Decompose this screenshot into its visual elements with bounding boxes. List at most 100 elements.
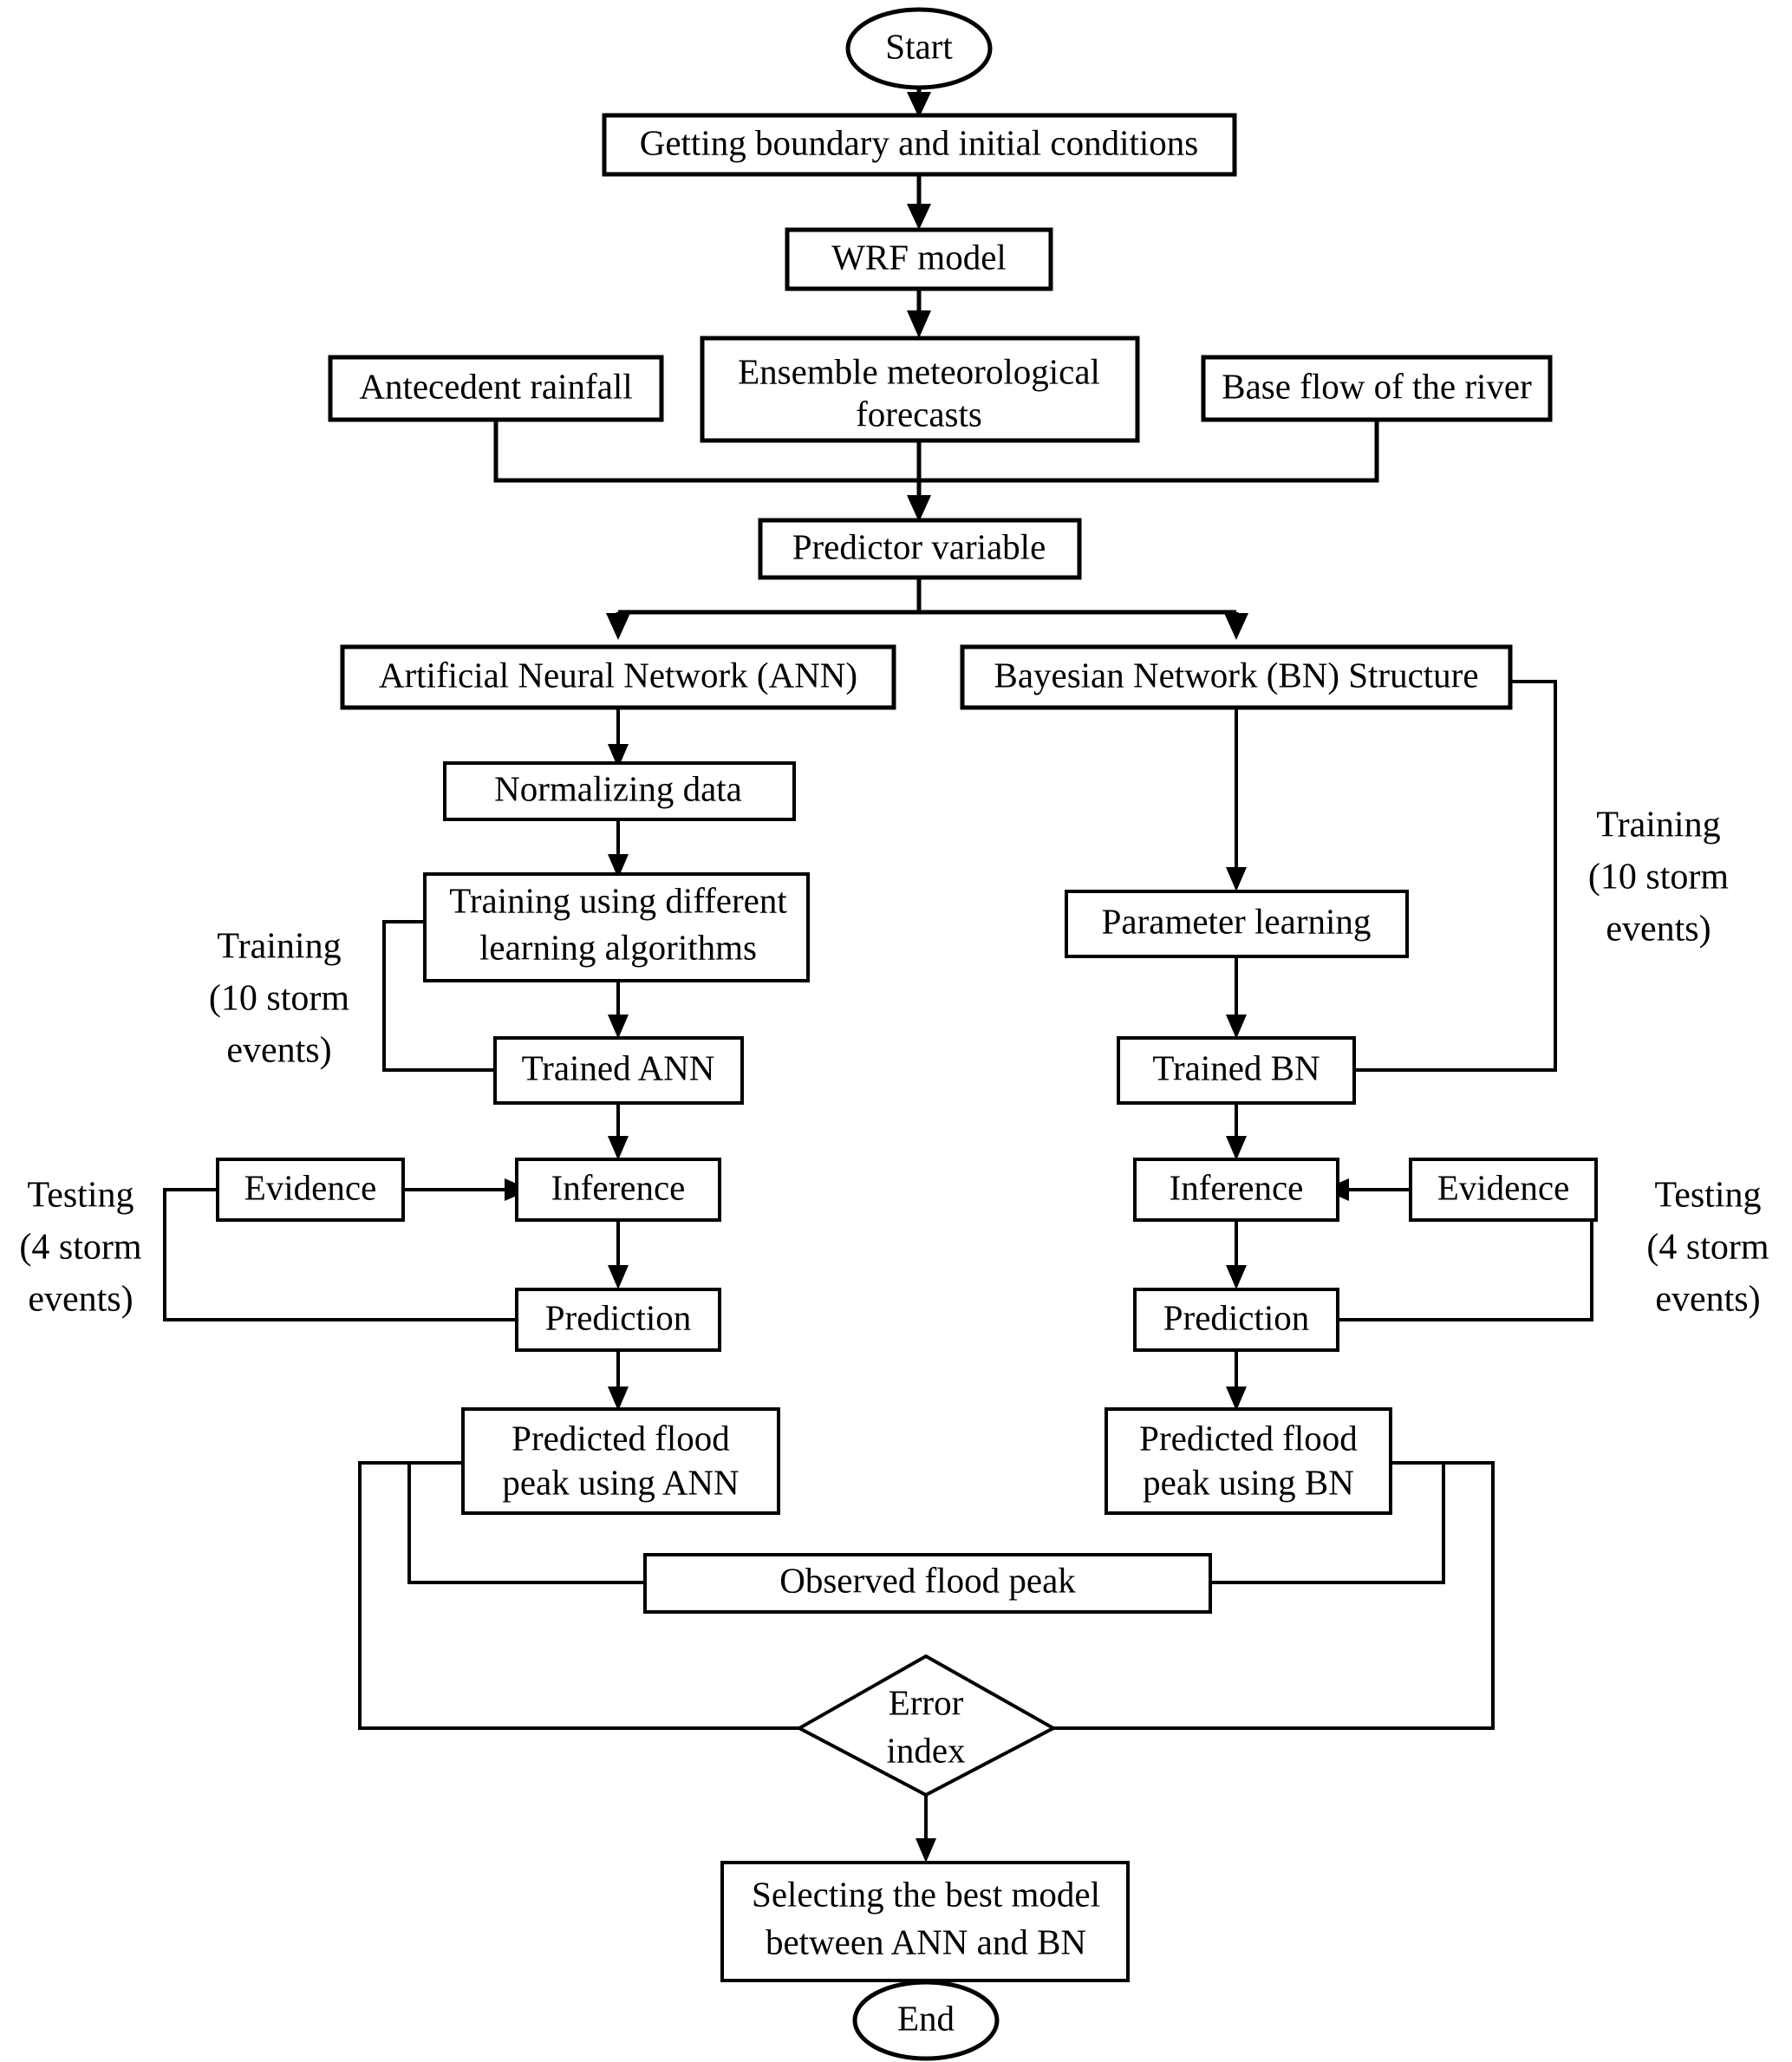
node-predicted-flood-peak-bn[interactable]: Predicted flood peak using BN [1105, 1407, 1392, 1515]
inference-right-label: Inference [1170, 1167, 1304, 1207]
prediction-left-rect[interactable] [515, 1288, 721, 1352]
predictor-variable-rect[interactable] [758, 518, 1082, 580]
annotation-testing-right-line3: events) [1655, 1280, 1760, 1320]
prediction-right-rect[interactable] [1133, 1288, 1339, 1352]
node-evidence-right[interactable]: Evidence [1409, 1158, 1598, 1222]
annotation-training-left: Training (10 storm events) [209, 927, 349, 1071]
node-error-index[interactable]: Error index [795, 1654, 1058, 1798]
antecedent-rainfall-rect[interactable] [328, 355, 664, 422]
annotation-training-right-line1: Training [1596, 806, 1720, 845]
end-ellipse[interactable] [852, 1980, 1000, 2061]
training-algorithms-label-line2: learning algorithms [479, 927, 757, 967]
node-inference-right[interactable]: Inference [1133, 1158, 1339, 1222]
node-end[interactable]: End [852, 1980, 1000, 2061]
predictor-variable-label: Predictor variable [792, 526, 1046, 566]
normalizing-data-rect[interactable] [443, 761, 796, 821]
arrowhead-trainedann-to-inference-left [608, 1136, 629, 1160]
error-index-label-line1: Error [889, 1682, 964, 1722]
getting-boundary-label: Getting boundary and initial conditions [640, 122, 1199, 162]
annotation-training-right-line3: events) [1606, 910, 1711, 949]
annotation-training-right-line2: (10 storm [1588, 858, 1729, 897]
node-evidence-left[interactable]: Evidence [216, 1158, 405, 1222]
evidence-right-rect[interactable] [1409, 1158, 1598, 1222]
node-ann[interactable]: Artificial Neural Network (ANN) [340, 644, 896, 710]
ann-rect[interactable] [340, 644, 896, 710]
inference-left-rect[interactable] [515, 1158, 721, 1222]
node-inference-left[interactable]: Inference [515, 1158, 721, 1222]
ensemble-forecasts-label-line1: Ensemble meteorological [738, 351, 1100, 391]
annotation-layer: Training (10 storm events) Training (10 … [19, 806, 1769, 1320]
evidence-right-label: Evidence [1437, 1167, 1570, 1207]
arrowhead-boundary-to-wrf [907, 204, 931, 230]
training-algorithms-rect[interactable] [423, 872, 810, 982]
selecting-best-model-rect[interactable] [720, 1861, 1130, 1982]
predicted-flood-peak-bn-label-line2: peak using BN [1143, 1462, 1354, 1502]
node-start[interactable]: Start [845, 7, 993, 90]
selecting-best-model-label-line2: between ANN and BN [766, 1922, 1086, 1961]
inference-right-rect[interactable] [1133, 1158, 1339, 1222]
node-predictor-variable[interactable]: Predictor variable [758, 518, 1082, 580]
arrowhead-errorindex-to-selecting [916, 1838, 936, 1863]
predicted-flood-peak-bn-rect[interactable] [1105, 1407, 1392, 1515]
trained-ann-rect[interactable] [493, 1036, 744, 1105]
wrf-model-rect[interactable] [785, 227, 1053, 291]
edge-testing-loop-left [163, 1188, 517, 1321]
antecedent-rainfall-label: Antecedent rainfall [359, 366, 632, 406]
arrowhead-paramlearning-to-trainedbn [1226, 1015, 1247, 1039]
observed-flood-peak-label: Observed flood peak [779, 1560, 1076, 1600]
edge-predbn-to-errorindex [1053, 1461, 1495, 1730]
prediction-left-label: Prediction [545, 1297, 692, 1337]
node-observed-flood-peak[interactable]: Observed flood peak [643, 1553, 1212, 1614]
node-trained-ann[interactable]: Trained ANN [493, 1036, 744, 1105]
node-selecting-best-model[interactable]: Selecting the best model between ANN and… [720, 1861, 1130, 1982]
node-parameter-learning[interactable]: Parameter learning [1065, 890, 1409, 958]
node-predicted-flood-peak-ann[interactable]: Predicted flood peak using ANN [461, 1407, 780, 1515]
arrowhead-wrf-to-ensemble [907, 310, 931, 338]
predicted-flood-peak-bn-label-line1: Predicted flood [1139, 1418, 1358, 1458]
node-trained-bn[interactable]: Trained BN [1117, 1036, 1356, 1105]
annotation-testing-left-line1: Testing [27, 1176, 134, 1216]
ensemble-forecasts-rect[interactable] [700, 336, 1140, 443]
getting-boundary-rect[interactable] [602, 113, 1237, 177]
prediction-right-label: Prediction [1163, 1297, 1310, 1337]
predicted-flood-peak-ann-rect[interactable] [461, 1407, 780, 1515]
bn-structure-label: Bayesian Network (BN) Structure [994, 655, 1478, 695]
edge-baseflow-to-bus [919, 420, 1379, 483]
node-training-algorithms[interactable]: Training using different learning algori… [423, 872, 810, 982]
node-antecedent-rainfall[interactable]: Antecedent rainfall [328, 355, 664, 422]
annotation-testing-left-line2: (4 storm [19, 1228, 141, 1268]
end-label: End [897, 1998, 955, 2038]
annotation-training-left-line3: events) [226, 1031, 331, 1071]
start-ellipse[interactable] [845, 7, 993, 90]
annotation-training-left-line2: (10 storm [209, 979, 349, 1019]
node-normalizing-data[interactable]: Normalizing data [443, 761, 796, 821]
arrowhead-trainedbn-to-inference-right [1226, 1136, 1247, 1160]
node-getting-boundary[interactable]: Getting boundary and initial conditions [602, 113, 1237, 177]
parameter-learning-rect[interactable] [1065, 890, 1409, 958]
predicted-flood-peak-ann-label-line1: Predicted flood [512, 1418, 730, 1458]
node-prediction-left[interactable]: Prediction [515, 1288, 721, 1352]
node-prediction-right[interactable]: Prediction [1133, 1288, 1339, 1352]
annotation-testing-left: Testing (4 storm events) [19, 1176, 141, 1320]
arrowhead-prediction-to-predbn [1226, 1387, 1247, 1411]
node-wrf-model[interactable]: WRF model [785, 227, 1053, 291]
node-bn-structure[interactable]: Bayesian Network (BN) Structure [960, 644, 1513, 710]
node-base-flow[interactable]: Base flow of the river [1201, 355, 1553, 422]
evidence-left-rect[interactable] [216, 1158, 405, 1222]
arrowhead-start-to-boundary [907, 92, 931, 118]
bn-structure-rect[interactable] [960, 644, 1513, 710]
error-index-diamond[interactable] [795, 1654, 1058, 1798]
base-flow-rect[interactable] [1201, 355, 1553, 422]
node-ensemble-forecasts[interactable]: Ensemble meteorological forecasts [700, 336, 1140, 443]
inference-left-label: Inference [551, 1167, 686, 1207]
annotation-training-left-line1: Training [217, 927, 341, 967]
trained-bn-rect[interactable] [1117, 1036, 1356, 1105]
observed-flood-peak-rect[interactable] [643, 1553, 1212, 1614]
edge-trainedbn-feedback-loop [1354, 680, 1557, 1072]
annotation-testing-right: Testing (4 storm events) [1646, 1176, 1769, 1320]
edge-antecedent-to-bus [493, 420, 919, 483]
wrf-model-label: WRF model [831, 237, 1007, 277]
ensemble-forecasts-label-line2: forecasts [856, 394, 982, 434]
edge-predbn-to-observed [1210, 1461, 1445, 1584]
